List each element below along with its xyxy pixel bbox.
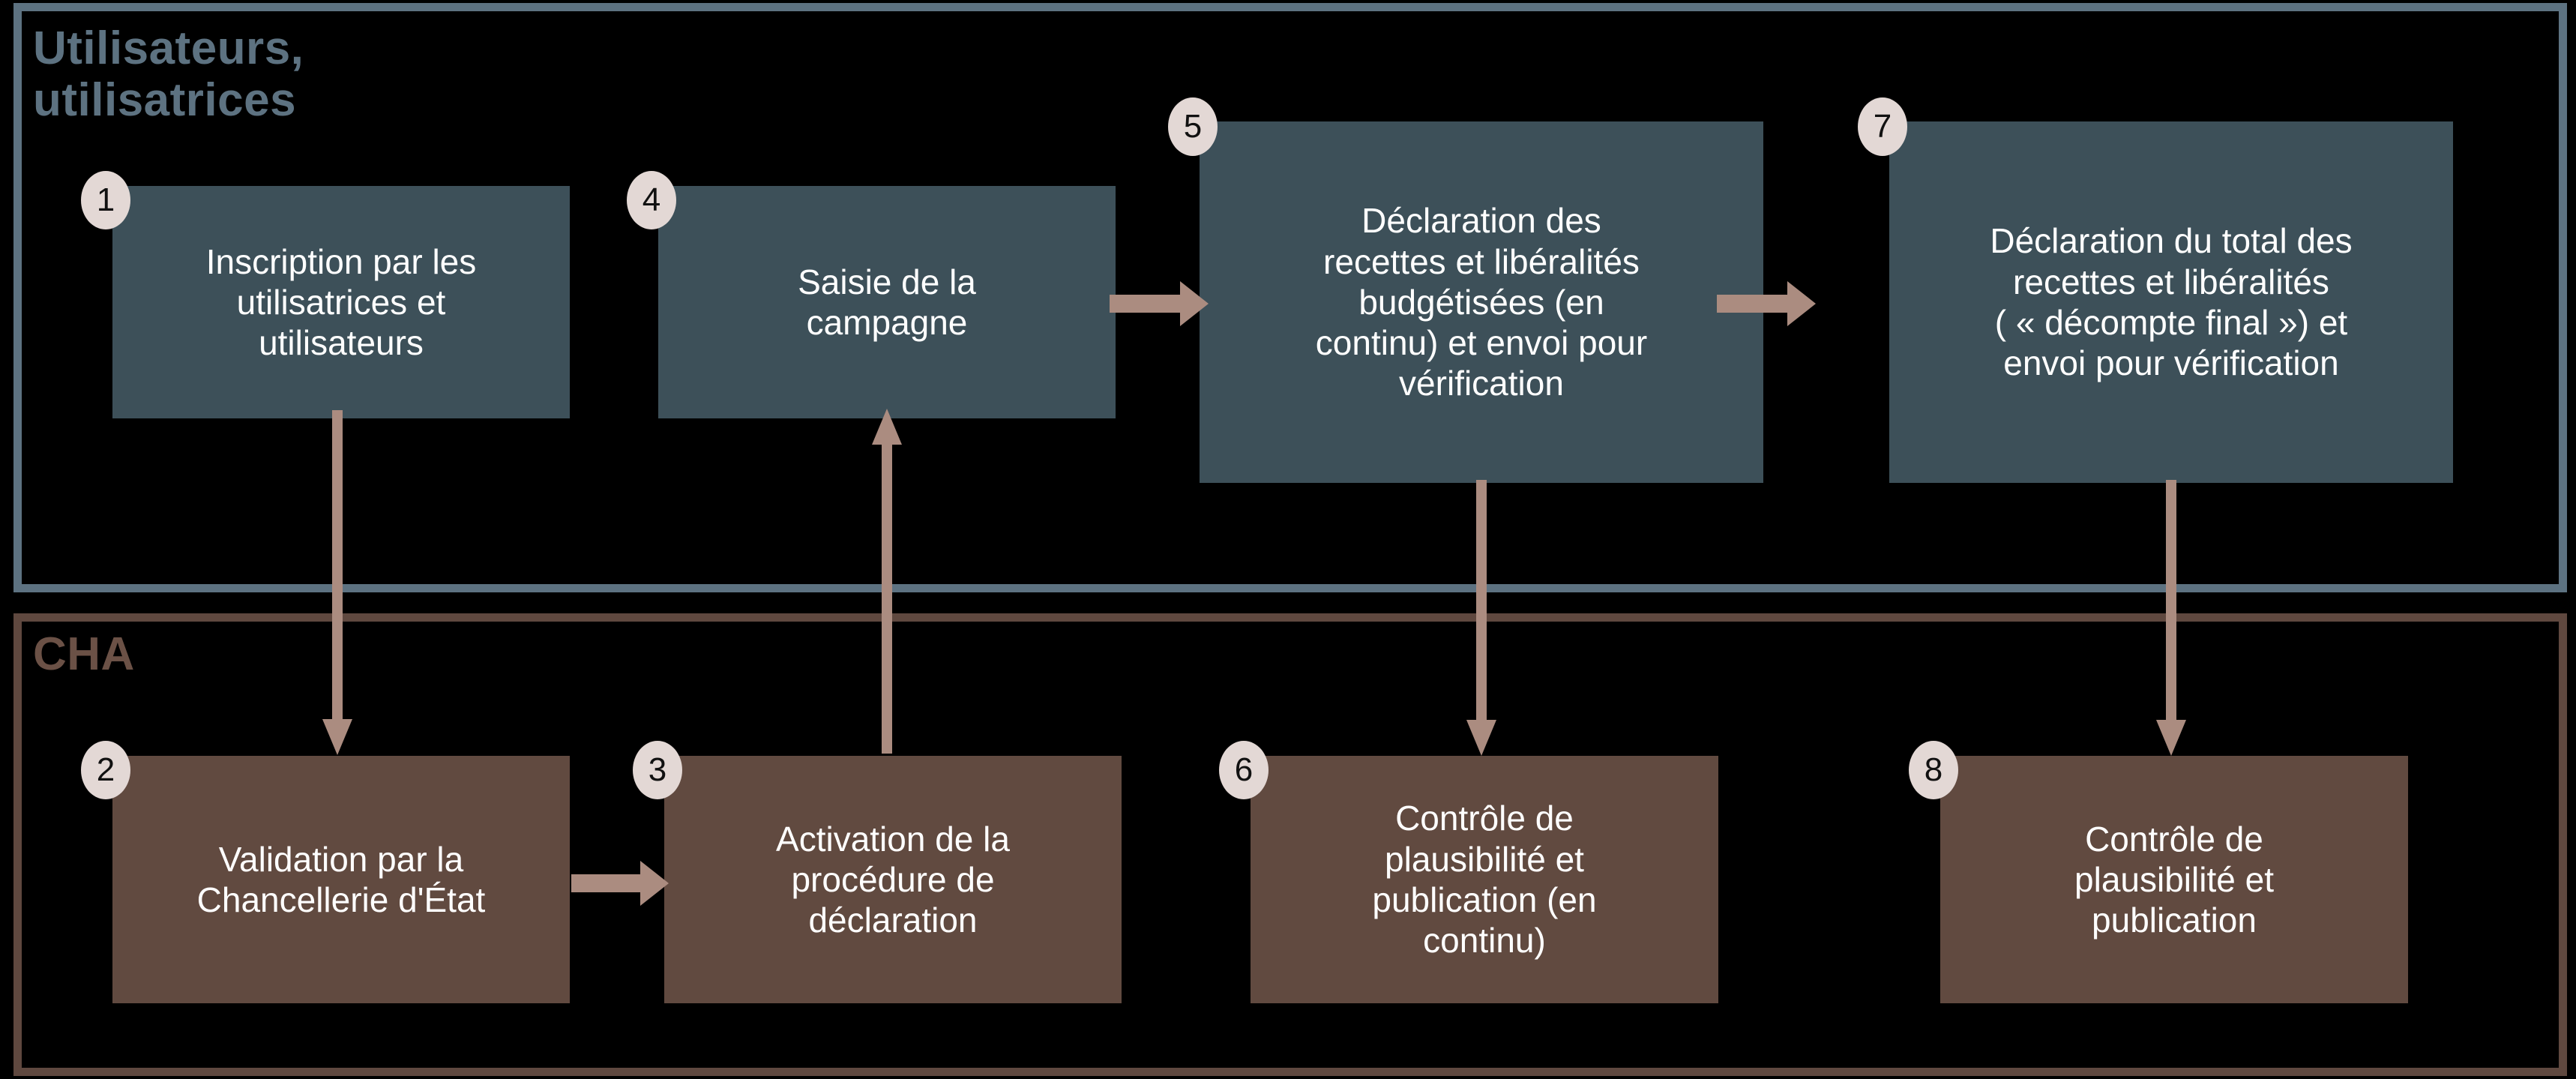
- process-badge-7-number: 7: [1873, 108, 1892, 145]
- process-badge-5: 5: [1168, 97, 1218, 156]
- connector-4-to-5: [1110, 281, 1209, 326]
- process-badge-2-number: 2: [96, 751, 115, 788]
- process-node-8[interactable]: Contrôle de plausibilité et publication: [1940, 756, 2408, 1003]
- process-badge-6-number: 6: [1234, 751, 1254, 788]
- process-badge-3-number: 3: [648, 751, 667, 788]
- connector-3-to-4: [872, 409, 902, 754]
- process-badge-7: 7: [1858, 97, 1907, 156]
- process-node-3[interactable]: Activation de la procédure de déclaratio…: [664, 756, 1122, 1003]
- swimlane-cha: [13, 613, 2567, 1076]
- connector-1-to-2: [322, 410, 352, 755]
- connector-5-to-6: [1466, 480, 1496, 756]
- process-node-1-label: Inscription par les utilisatrices et uti…: [205, 241, 477, 363]
- process-badge-2: 2: [81, 741, 130, 799]
- process-node-2-label: Validation par la Chancellerie d'État: [196, 839, 486, 919]
- connector-2-to-3: [571, 861, 669, 906]
- swimlane-utilisateurs: [13, 3, 2567, 592]
- process-badge-6: 6: [1219, 741, 1269, 799]
- process-node-3-label: Activation de la procédure de déclaratio…: [776, 819, 1010, 940]
- process-node-1[interactable]: Inscription par les utilisatrices et uti…: [112, 186, 570, 418]
- process-badge-3: 3: [633, 741, 682, 799]
- process-badge-1: 1: [81, 171, 130, 229]
- process-node-5[interactable]: Déclaration des recettes et libéralités …: [1200, 121, 1763, 483]
- process-node-7[interactable]: Déclaration du total des recettes et lib…: [1889, 121, 2453, 483]
- connector-6-to-7: [1717, 281, 1816, 326]
- process-node-5-label: Déclaration des recettes et libéralités …: [1315, 201, 1648, 403]
- process-badge-1-number: 1: [96, 181, 115, 218]
- process-badge-8-number: 8: [1924, 751, 1943, 788]
- process-node-4-label: Saisie de la campagne: [798, 262, 976, 342]
- process-node-6[interactable]: Contrôle de plausibilité et publication …: [1251, 756, 1718, 1003]
- process-node-2[interactable]: Validation par la Chancellerie d'État: [112, 756, 570, 1003]
- connector-7-to-8: [2156, 480, 2186, 756]
- process-node-8-label: Contrôle de plausibilité et publication: [2074, 819, 2274, 940]
- process-badge-4: 4: [627, 171, 676, 229]
- process-node-4[interactable]: Saisie de la campagne: [658, 186, 1116, 418]
- process-badge-8: 8: [1909, 741, 1958, 799]
- process-node-6-label: Contrôle de plausibilité et publication …: [1372, 799, 1597, 961]
- process-badge-5-number: 5: [1183, 108, 1203, 145]
- process-node-7-label: Déclaration du total des recettes et lib…: [1990, 221, 2353, 383]
- process-badge-4-number: 4: [642, 181, 661, 218]
